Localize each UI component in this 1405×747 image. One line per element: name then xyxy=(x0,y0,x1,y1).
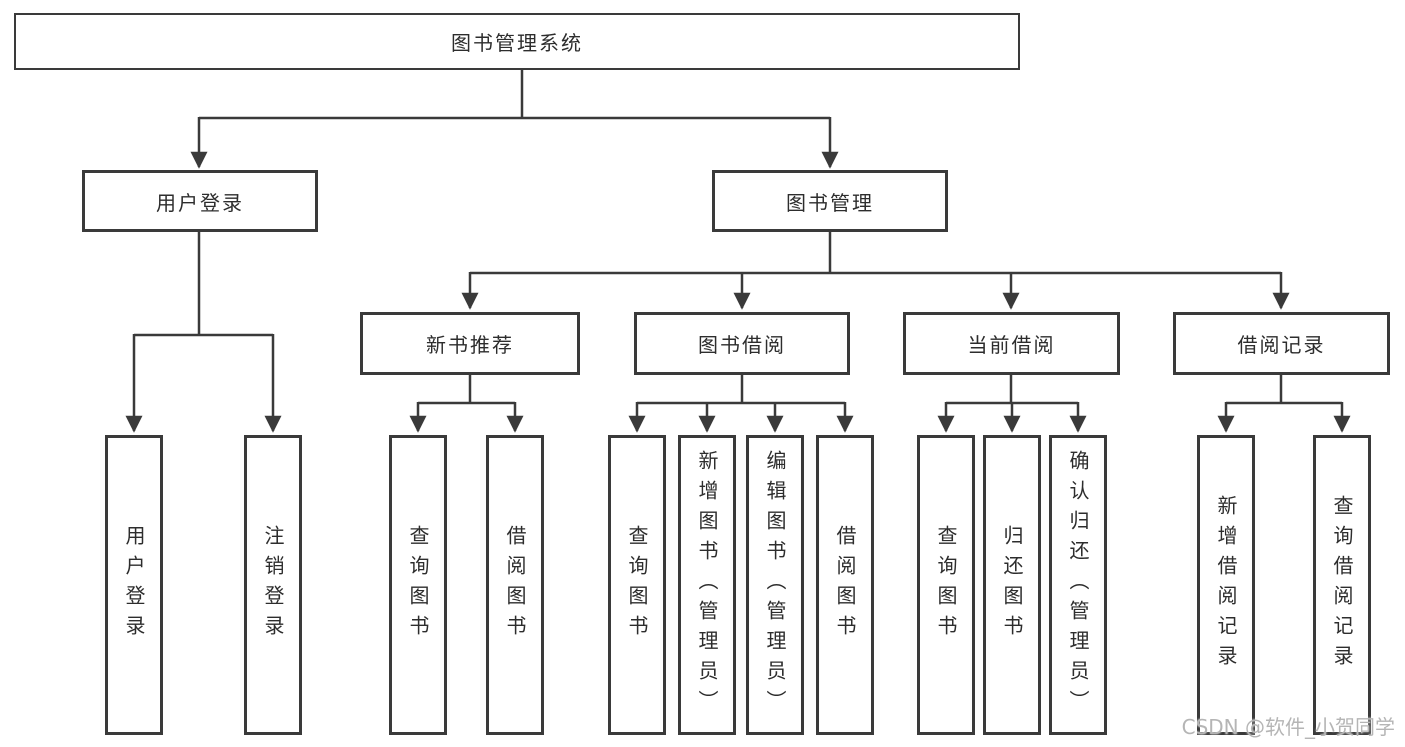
leaf-add-borrow-record: 新增借阅记录 xyxy=(1197,435,1255,735)
leaf-logout: 注销登录 xyxy=(244,435,302,735)
leaf-query-borrow-record: 查询借阅记录 xyxy=(1313,435,1371,735)
node-library-management-system: 图书管理系统 xyxy=(14,13,1020,70)
leaf-query-books-borrowing: 查询图书 xyxy=(608,435,666,735)
leaf-borrow-books-borrowing: 借阅图书 xyxy=(816,435,874,735)
leaf-add-book-admin: 新增图书（管理员） xyxy=(678,435,736,735)
leaf-query-books-recommend: 查询图书 xyxy=(389,435,447,735)
leaf-user-login: 用户登录 xyxy=(105,435,163,735)
node-book-borrowing: 图书借阅 xyxy=(634,312,850,375)
leaf-confirm-return-admin: 确认归还（管理员） xyxy=(1049,435,1107,735)
node-current-borrowing: 当前借阅 xyxy=(903,312,1120,375)
leaf-return-books: 归还图书 xyxy=(983,435,1041,735)
leaf-query-books-current: 查询图书 xyxy=(917,435,975,735)
node-user-login: 用户登录 xyxy=(82,170,318,232)
csdn-watermark: CSDN @软件_小贺同学 xyxy=(1181,715,1395,739)
node-new-book-recommendation: 新书推荐 xyxy=(360,312,580,375)
node-borrowing-records: 借阅记录 xyxy=(1173,312,1390,375)
leaf-edit-book-admin: 编辑图书（管理员） xyxy=(746,435,804,735)
leaf-borrow-books-recommend: 借阅图书 xyxy=(486,435,544,735)
node-book-management: 图书管理 xyxy=(712,170,948,232)
